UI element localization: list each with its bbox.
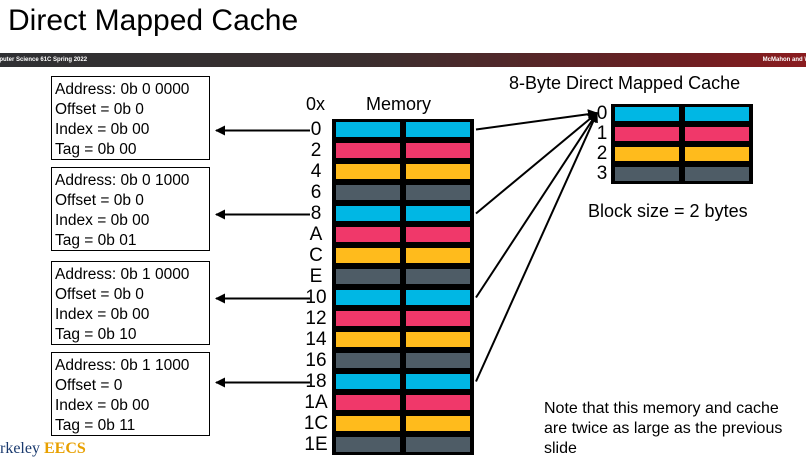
address-line: Address: 0b 0 0000 [55, 81, 190, 98]
index-line: Index = 0b 00 [55, 397, 150, 414]
cache-index-label: 2 [596, 143, 608, 164]
memory-address-label: 1A [304, 392, 328, 413]
offset-line: Offset = 0 [55, 377, 123, 394]
memory-byte-cell [336, 290, 400, 305]
memory-byte-cell [336, 122, 400, 137]
memory-byte-cell [406, 248, 470, 263]
memory-byte-cell [406, 206, 470, 221]
address-box-2: Address: 0b 0 1000 Offset = 0b 0 Index =… [51, 167, 210, 251]
memory-byte-cell [336, 269, 400, 284]
memory-address-label: 1C [303, 413, 329, 434]
memory-byte-cell [406, 395, 470, 410]
memory-byte-cell [406, 122, 470, 137]
cache-byte-cell [615, 167, 679, 181]
memory-address-label: 12 [305, 308, 327, 329]
memory-byte-cell [336, 164, 400, 179]
memory-address-label: 8 [310, 203, 322, 224]
memory-byte-cell [406, 332, 470, 347]
banner-course-text: mputer Science 61C Spring 2022 [0, 57, 88, 63]
memory-to-cache-arrow [475, 109, 598, 131]
memory-byte-cell [336, 227, 400, 242]
memory-address-label: 18 [305, 371, 327, 392]
memory-byte-cell [406, 416, 470, 431]
memory-address-label: 6 [310, 182, 322, 203]
memory-address-label: 0 [310, 119, 322, 140]
memory-byte-cell [336, 206, 400, 221]
memory-byte-cell [336, 248, 400, 263]
berkeley-eecs-logo: rkeley EECS [0, 440, 86, 457]
tag-line: Tag = 0b 10 [55, 326, 137, 343]
index-line: Index = 0b 00 [55, 212, 150, 229]
address-box-1: Address: 0b 0 0000 Offset = 0b 0 Index =… [51, 76, 210, 160]
memory-byte-cell [336, 311, 400, 326]
memory-address-label: 2 [310, 140, 322, 161]
cache-byte-cell [615, 127, 679, 141]
memory-byte-cell [336, 353, 400, 368]
memory-byte-cell [406, 143, 470, 158]
memory-address-label: A [309, 224, 323, 245]
address-box-3: Address: 0b 1 0000 Offset = 0b 0 Index =… [51, 261, 210, 345]
memory-byte-cell [336, 143, 400, 158]
memory-byte-cell [336, 416, 400, 431]
block-size-text: Block size = 2 bytes [588, 201, 748, 221]
memory-address-label: C [309, 245, 323, 266]
course-banner: mputer Science 61C Spring 2022 McMahon a… [0, 53, 806, 67]
cache-byte-cell [685, 127, 749, 141]
address-line: Address: 0b 1 1000 [55, 357, 190, 374]
index-line: Index = 0b 00 [55, 306, 150, 323]
offset-line: Offset = 0b 0 [55, 192, 144, 209]
cache-index-label: 1 [596, 123, 608, 144]
memory-byte-cell [406, 269, 470, 284]
banner-instructor-text: McMahon and W [762, 57, 806, 63]
memory-byte-cell [336, 374, 400, 389]
index-line: Index = 0b 00 [55, 121, 150, 138]
tag-line: Tag = 0b 11 [55, 417, 136, 434]
slide-title: Direct Mapped Cache [8, 4, 299, 37]
memory-byte-cell [406, 353, 470, 368]
offset-line: Offset = 0b 0 [55, 286, 144, 303]
cache-byte-cell [615, 107, 679, 121]
cache-byte-cell [685, 167, 749, 181]
memory-address-label: 1E [304, 434, 328, 455]
cache-title: 8-Byte Direct Mapped Cache [509, 73, 741, 93]
tag-line: Tag = 0b 01 [55, 232, 137, 249]
memory-to-cache-arrow [475, 112, 598, 299]
address-line: Address: 0b 1 0000 [55, 266, 190, 283]
memory-byte-cell [406, 185, 470, 200]
memory-byte-cell [336, 185, 400, 200]
cache-index-label: 3 [596, 163, 608, 184]
memory-byte-cell [406, 374, 470, 389]
memory-byte-cell [336, 332, 400, 347]
cache-byte-cell [615, 147, 679, 161]
memory-address-label: 14 [305, 329, 327, 350]
memory-address-label: 4 [310, 161, 322, 182]
memory-byte-cell [406, 311, 470, 326]
tag-line: Tag = 0b 00 [55, 141, 137, 158]
memory-byte-cell [406, 227, 470, 242]
memory-title: Memory [366, 94, 432, 114]
memory-byte-cell [336, 395, 400, 410]
memory-to-cache-arrow [475, 112, 598, 215]
memory-byte-cell [406, 437, 470, 452]
hex-prefix-label: 0x [306, 94, 326, 114]
address-line: Address: 0b 0 1000 [55, 172, 190, 189]
memory-byte-cell [336, 437, 400, 452]
memory-address-label: 16 [305, 350, 327, 371]
address-box-4: Address: 0b 1 1000 Offset = 0 Index = 0b… [51, 352, 210, 436]
memory-address-label: E [309, 266, 323, 287]
memory-byte-cell [406, 164, 470, 179]
offset-line: Offset = 0b 0 [55, 101, 144, 118]
cache-index-label: 0 [596, 103, 608, 124]
memory-byte-cell [406, 290, 470, 305]
memory-to-cache-arrow [475, 112, 598, 382]
note-text: Note that this memory and cache are twic… [544, 400, 783, 457]
cache-byte-cell [685, 107, 749, 121]
cache-byte-cell [685, 147, 749, 161]
memory-address-label: 10 [305, 287, 327, 308]
